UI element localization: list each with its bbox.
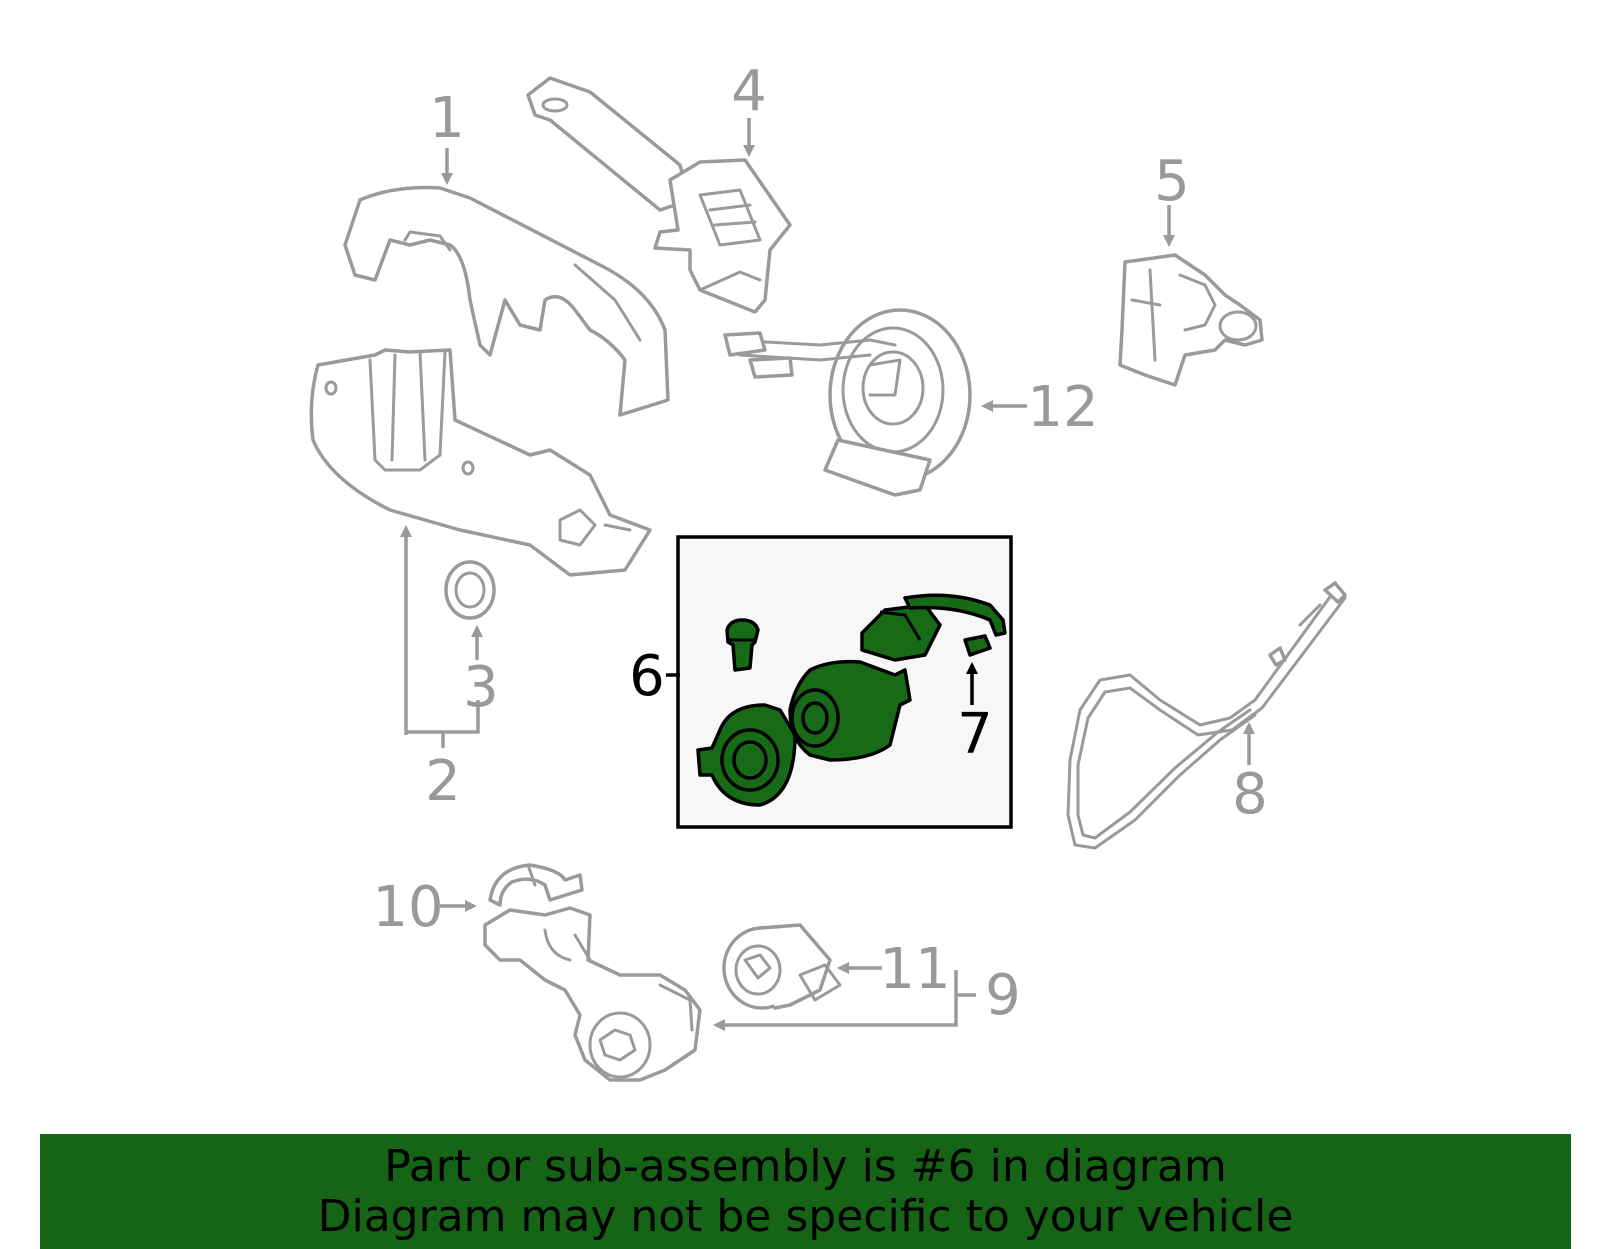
callout-12: 12: [1027, 375, 1098, 440]
part-6-highlight-box: [676, 535, 1013, 829]
callout-10: 10: [372, 875, 443, 940]
leader-lines: [400, 118, 1255, 1031]
part-12-clock-spring: [723, 308, 972, 497]
part-5-switch: [1118, 253, 1264, 387]
callout-8: 8: [1232, 762, 1268, 827]
part-9-lock-housing: [483, 906, 702, 1082]
part-2-lower-column-cover: [309, 348, 652, 577]
part-4-wiper-switch: [526, 76, 792, 314]
notice-banner: Part or sub-assembly is #6 in diagram Di…: [40, 1134, 1571, 1249]
part-3-grommet: [444, 560, 496, 620]
callout-4: 4: [731, 59, 767, 124]
part-10-bracket: [488, 863, 584, 907]
callout-5: 5: [1154, 149, 1190, 214]
leader-2-right: [406, 700, 480, 734]
callout-7: 7: [957, 702, 993, 767]
callout-9: 9: [985, 963, 1021, 1028]
banner-line-2: Diagram may not be specific to your vehi…: [317, 1191, 1294, 1242]
callout-labels: 1 2 3 4 5 6 7 8 9 10 11 12: [372, 59, 1267, 1028]
part-11-lock-cylinder: [722, 923, 842, 1010]
callout-2: 2: [425, 749, 461, 814]
callout-6: 6: [629, 644, 665, 709]
leader-9: [713, 970, 958, 1031]
callout-3: 3: [463, 655, 499, 720]
part-8-cable: [1066, 581, 1347, 850]
banner-line-1: Part or sub-assembly is #6 in diagram: [384, 1141, 1227, 1192]
callout-11: 11: [879, 937, 950, 1002]
callout-1: 1: [429, 86, 465, 151]
part-1-upper-column-cover: [343, 185, 670, 417]
